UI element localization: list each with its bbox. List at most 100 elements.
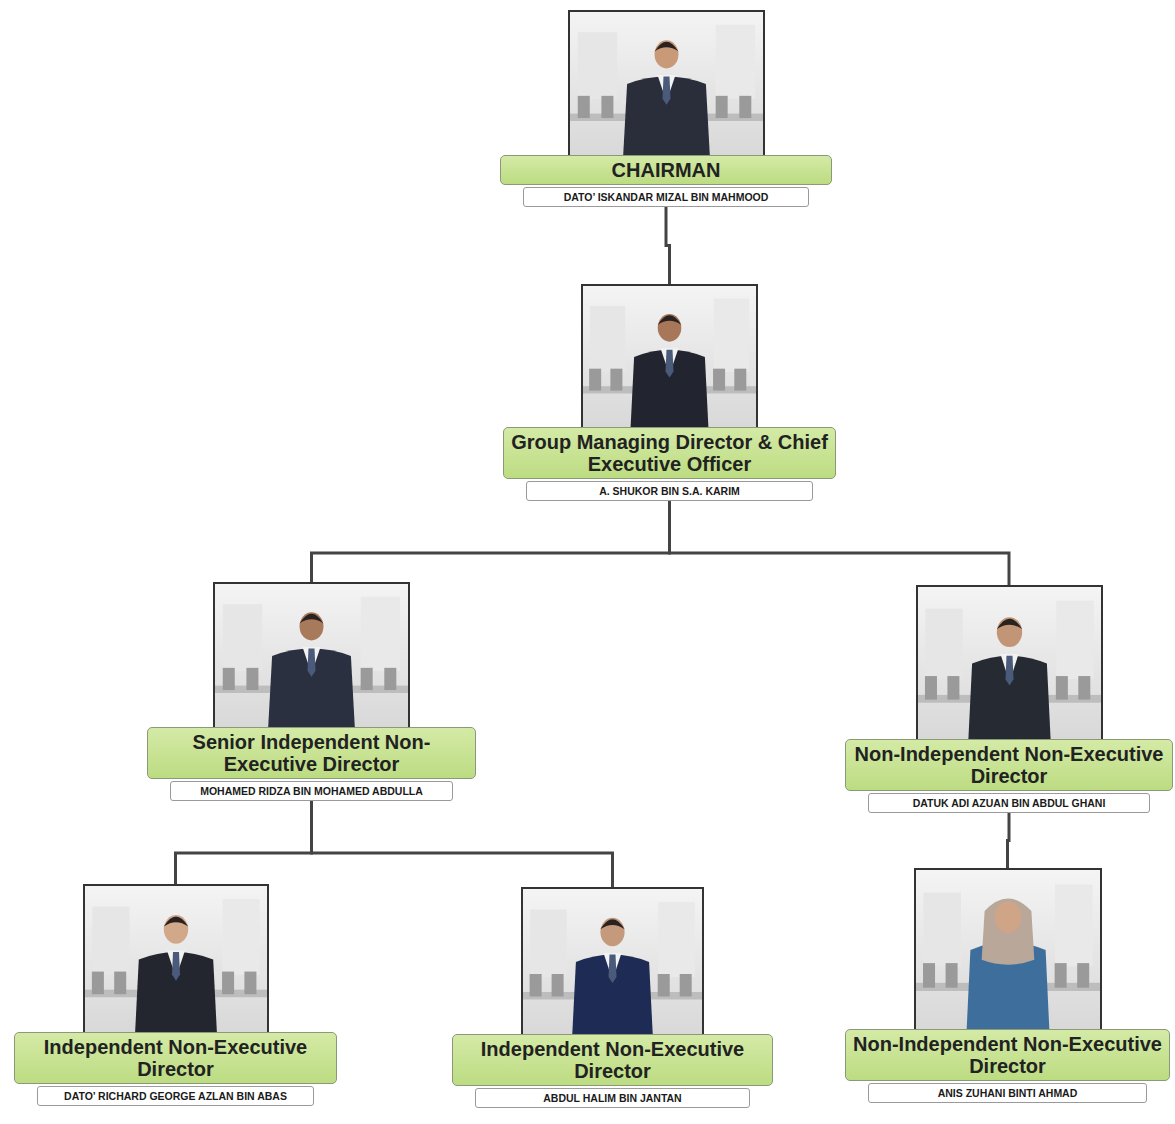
director-name: ABDUL HALIM BIN JANTAN	[482, 1092, 743, 1104]
chair	[577, 96, 589, 118]
director-name: ANIS ZUHANI BINTI AHMAD	[875, 1087, 1140, 1099]
portrait-photo	[914, 868, 1102, 1032]
window-frame	[92, 907, 129, 975]
photo-border	[582, 285, 757, 429]
window-frame	[714, 299, 749, 372]
position-title: Group Managing Director & Chief Executiv…	[510, 431, 829, 475]
chair	[715, 96, 727, 118]
face	[996, 617, 1021, 647]
photo-background	[84, 885, 268, 1034]
photo-background	[582, 285, 757, 429]
reporting-line	[1008, 813, 1010, 868]
reporting-line	[176, 801, 312, 884]
person-card: CHAIRMAN DATO’ ISKANDAR MIZAL BIN MAHMOOD	[500, 10, 832, 207]
chair	[91, 972, 103, 995]
chair	[1054, 963, 1066, 988]
tie	[662, 77, 670, 105]
position-title: Non-Independent Non-Executive Director	[852, 1033, 1163, 1077]
portrait-photo	[521, 887, 704, 1037]
person-card: Senior Independent Non-Executive Directo…	[147, 582, 476, 801]
hair	[996, 619, 1021, 629]
face	[300, 612, 324, 640]
person-card: Non-Independent Non-Executive DirectorAN…	[845, 868, 1170, 1103]
chair	[601, 96, 613, 118]
suit	[572, 955, 653, 1036]
portrait-photo	[916, 585, 1103, 742]
photo-background	[917, 586, 1102, 741]
position-title: Senior Independent Non-Executive Directo…	[154, 731, 469, 775]
title-band: Group Managing Director & Chief Executiv…	[503, 427, 836, 479]
photo-background	[522, 888, 703, 1036]
position-title: Non-Independent Non-Executive Director	[852, 743, 1166, 787]
chair	[734, 369, 746, 391]
position-title: Independent Non-Executive Director	[459, 1038, 766, 1082]
chair	[680, 974, 692, 997]
name-box: ANIS ZUHANI BINTI AHMAD	[868, 1083, 1147, 1103]
face	[658, 314, 682, 342]
position-title: CHAIRMAN	[507, 159, 825, 181]
photo-border	[522, 888, 703, 1036]
portrait-photo	[568, 10, 765, 158]
director-name: MOHAMED RIDZA BIN MOHAMED ABDULLA	[177, 785, 446, 797]
photo-border	[917, 586, 1102, 741]
name-box: MOHAMED RIDZA BIN MOHAMED ABDULLA	[170, 781, 453, 801]
suit	[623, 77, 710, 156]
tie	[172, 952, 180, 981]
tie	[609, 955, 617, 984]
chair	[114, 972, 126, 995]
hair	[654, 42, 678, 52]
chair	[223, 668, 235, 690]
chair	[1077, 963, 1089, 988]
chair	[739, 96, 751, 118]
chair	[945, 963, 957, 988]
hair	[658, 315, 682, 325]
person-card: Non-Independent Non-Executive DirectorDA…	[845, 585, 1173, 813]
chair	[947, 676, 959, 700]
chair	[552, 974, 564, 997]
tie	[1005, 656, 1013, 686]
director-name: DATO’ ISKANDAR MIZAL BIN MAHMOOD	[530, 191, 802, 203]
suit	[631, 350, 709, 428]
face	[600, 918, 624, 947]
window-frame	[658, 902, 695, 977]
photo-background	[915, 869, 1101, 1031]
chair	[361, 668, 373, 690]
name-box: DATO’ RICHARD GEORGE AZLAN BIN ABAS	[37, 1086, 314, 1106]
window-frame	[530, 910, 567, 978]
chair	[384, 668, 396, 690]
suit	[968, 656, 1050, 740]
person-card: Group Managing Director & Chief Executiv…	[503, 284, 836, 501]
face	[994, 902, 1020, 933]
chair	[713, 369, 725, 391]
reporting-line	[312, 801, 613, 887]
chair	[589, 369, 601, 391]
photo-background	[214, 583, 409, 729]
title-band: Non-Independent Non-Executive Director	[845, 739, 1173, 791]
photo-border	[214, 583, 409, 729]
window-frame	[925, 609, 962, 680]
window-frame	[222, 899, 259, 975]
name-box: ABDUL HALIM BIN JANTAN	[475, 1088, 750, 1108]
reporting-line	[670, 501, 1010, 585]
reporting-line	[666, 207, 670, 284]
chair	[244, 972, 256, 995]
chair	[222, 972, 234, 995]
chair	[658, 974, 670, 997]
face	[654, 40, 678, 68]
photo-border	[915, 869, 1101, 1031]
suit	[268, 649, 355, 728]
position-title: Independent Non-Executive Director	[21, 1036, 330, 1080]
suit	[135, 952, 217, 1033]
chair	[1055, 676, 1067, 700]
face	[163, 915, 187, 944]
name-box: DATUK ADI AZUAN BIN ABDUL GHANI	[868, 793, 1150, 813]
window-frame	[1056, 601, 1093, 680]
portrait-photo	[581, 284, 758, 430]
headscarf	[981, 899, 1034, 965]
chair	[610, 369, 622, 391]
person-card: Independent Non-Executive DirectorDATO’ …	[14, 884, 337, 1106]
window-frame	[1055, 884, 1093, 966]
window-frame	[577, 32, 616, 99]
reporting-line	[312, 501, 670, 582]
